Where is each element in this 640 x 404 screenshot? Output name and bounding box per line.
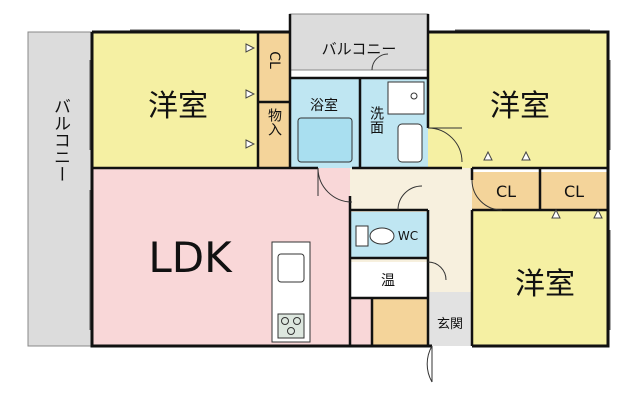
closet-markers: [245, 43, 603, 219]
label-closet-nw: CL: [266, 51, 282, 69]
balcony-top: [289, 13, 429, 71]
label-balcony-left: バルコニー: [50, 98, 70, 183]
label-bath: 浴室: [310, 97, 338, 114]
label-closet-e1: CL: [496, 182, 516, 201]
toilet-icon: [355, 225, 395, 247]
interior-walls: [92, 14, 608, 346]
label-closet-e2: CL: [564, 182, 584, 201]
label-ldk: LDK: [148, 233, 233, 282]
label-entrance: 玄関: [437, 317, 463, 332]
windows: [89, 29, 611, 330]
washing-machine-drain: [410, 92, 418, 100]
room-bedroom-nw: [92, 32, 258, 168]
washbasin: [397, 123, 423, 163]
room-closet-e2: [540, 172, 608, 210]
room-closet-entry: [372, 298, 428, 346]
room-storage: [258, 102, 290, 168]
washing-machine-pan: [387, 81, 425, 115]
label-bedroom-ne: 洋室: [490, 89, 550, 124]
room-closet-nw: [258, 32, 290, 102]
room-entrance: [428, 292, 472, 346]
label-washroom: 洗面: [368, 106, 384, 134]
sink-icon: [277, 253, 305, 283]
stove-icon: [277, 313, 305, 339]
room-bedroom-se: [472, 210, 608, 346]
bathtub: [297, 117, 353, 163]
label-wc: WC: [398, 229, 418, 243]
label-bedroom-nw: 洋室: [148, 89, 208, 124]
balcony-left: [27, 31, 93, 347]
label-balcony-top: バルコニー: [322, 40, 397, 58]
label-bedroom-se: 洋室: [515, 267, 575, 302]
label-water-heater: 温: [381, 273, 395, 289]
room-ldk-corner: [350, 298, 372, 346]
label-storage: 物入: [266, 108, 282, 136]
room-water-heater: [350, 262, 428, 298]
doors: [317, 53, 503, 383]
